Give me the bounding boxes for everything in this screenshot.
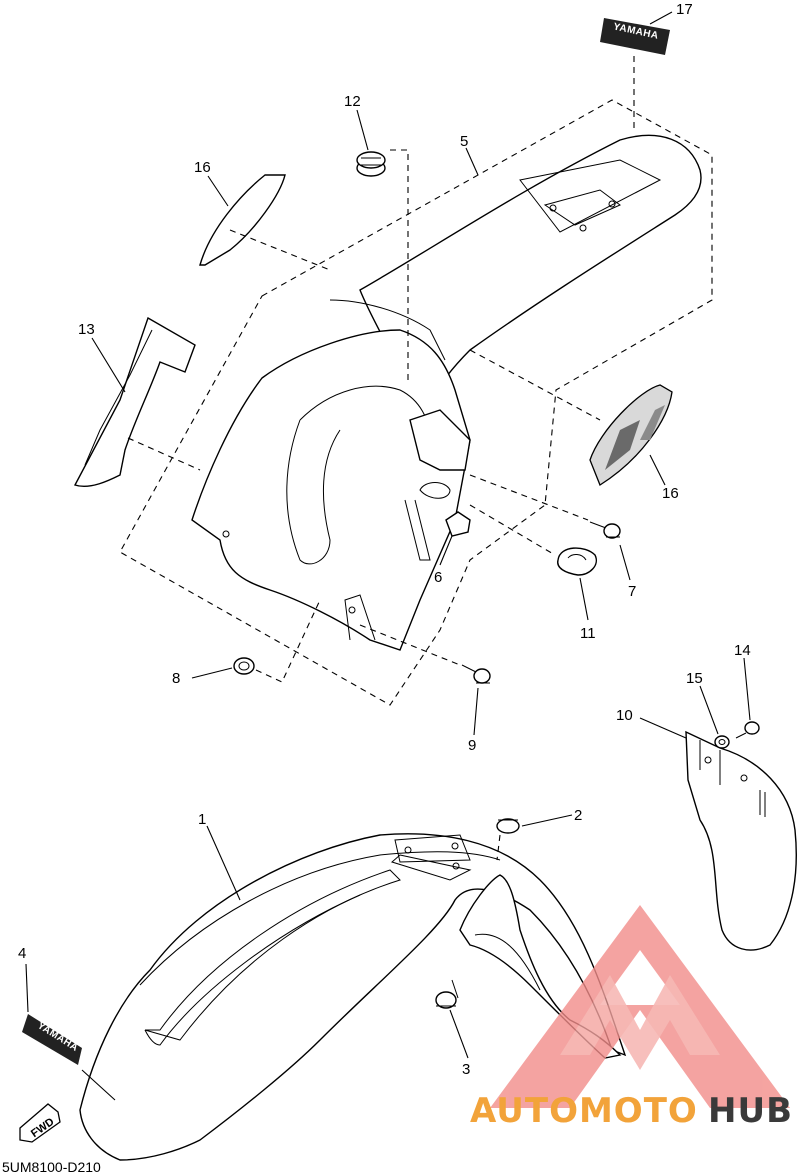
guard-13 — [73, 316, 196, 487]
leader-line-16a — [207, 175, 229, 207]
watermark-logo — [490, 905, 790, 1108]
leader-line-2 — [521, 814, 573, 827]
side-decal-16-right — [589, 384, 673, 486]
leader-line-12 — [356, 109, 369, 151]
leader-line-7 — [619, 544, 631, 581]
leader-line-3 — [449, 1009, 469, 1059]
decal-17: YAMAHA — [600, 18, 670, 55]
callout-8: 8 — [172, 670, 180, 687]
bolt-3 — [435, 979, 459, 1009]
assembly-dashed-outline — [119, 99, 713, 706]
callout-3: 3 — [462, 1061, 470, 1078]
callout-4: 4 — [18, 945, 26, 962]
nut-6 — [445, 511, 471, 537]
leader-line-10 — [639, 717, 687, 739]
callout-11: 11 — [580, 625, 596, 642]
leader-16-right — [469, 349, 601, 421]
fork-guard-10 — [685, 730, 797, 951]
leader-line-9 — [473, 687, 479, 736]
leader-line-13 — [91, 337, 126, 393]
callout-9: 9 — [468, 737, 476, 754]
leader-line-6 — [439, 535, 453, 566]
watermark-text-hub: HUB — [708, 1091, 793, 1131]
side-decal-16-left — [199, 174, 286, 266]
callout-6: 6 — [434, 569, 442, 586]
decal-4: YAMAHA — [22, 1014, 82, 1065]
bolt-9 — [461, 664, 491, 684]
callout-10: 10 — [616, 707, 633, 724]
leader-line-4 — [25, 963, 29, 1013]
washer-15 — [714, 735, 730, 749]
leader-line-11 — [579, 577, 589, 621]
grommet-12 — [356, 151, 386, 177]
callout-12: 12 — [344, 93, 361, 110]
callout-5: 5 — [460, 133, 468, 150]
callout-7: 7 — [628, 583, 636, 600]
leader-line-1 — [206, 825, 241, 901]
leader-16-left — [229, 229, 331, 271]
callout-2: 2 — [574, 807, 582, 824]
fwd-arrow-icon: FWD — [19, 1103, 61, 1143]
leader-line-8 — [191, 667, 233, 679]
leader-2-dash — [496, 834, 501, 861]
leader-7 — [469, 474, 589, 521]
leader-11 — [469, 504, 556, 556]
leader-line-5 — [465, 147, 479, 176]
leader-12-down — [390, 149, 409, 385]
nut-2 — [496, 818, 520, 834]
leader-line-17 — [649, 11, 673, 25]
watermark-triangle-icon — [490, 905, 790, 1108]
collar-8 — [233, 657, 255, 675]
callout-14: 14 — [734, 642, 751, 659]
leader-line-15 — [699, 685, 719, 735]
callout-17: 17 — [676, 1, 693, 18]
watermark-text-automoto: AUTOMOTO — [470, 1091, 698, 1131]
bolt-14 — [735, 721, 760, 739]
leader-line-16b — [649, 454, 666, 486]
leader-8-dash — [255, 599, 321, 683]
callout-15: 15 — [686, 670, 703, 687]
leader-9-dash — [359, 624, 461, 666]
callout-1: 1 — [198, 811, 206, 828]
leader-13 — [127, 437, 201, 471]
callout-16-left: 16 — [194, 159, 211, 176]
grommet-11 — [557, 547, 597, 576]
bolt-7 — [589, 521, 621, 539]
rear-fender — [191, 134, 702, 651]
leader-line-14 — [743, 657, 751, 721]
diagram-code: 5UM8100-D210 — [2, 1159, 101, 1175]
callout-16-right: 16 — [662, 485, 679, 502]
leader-line-4b — [81, 1069, 116, 1101]
callout-13: 13 — [78, 321, 95, 338]
